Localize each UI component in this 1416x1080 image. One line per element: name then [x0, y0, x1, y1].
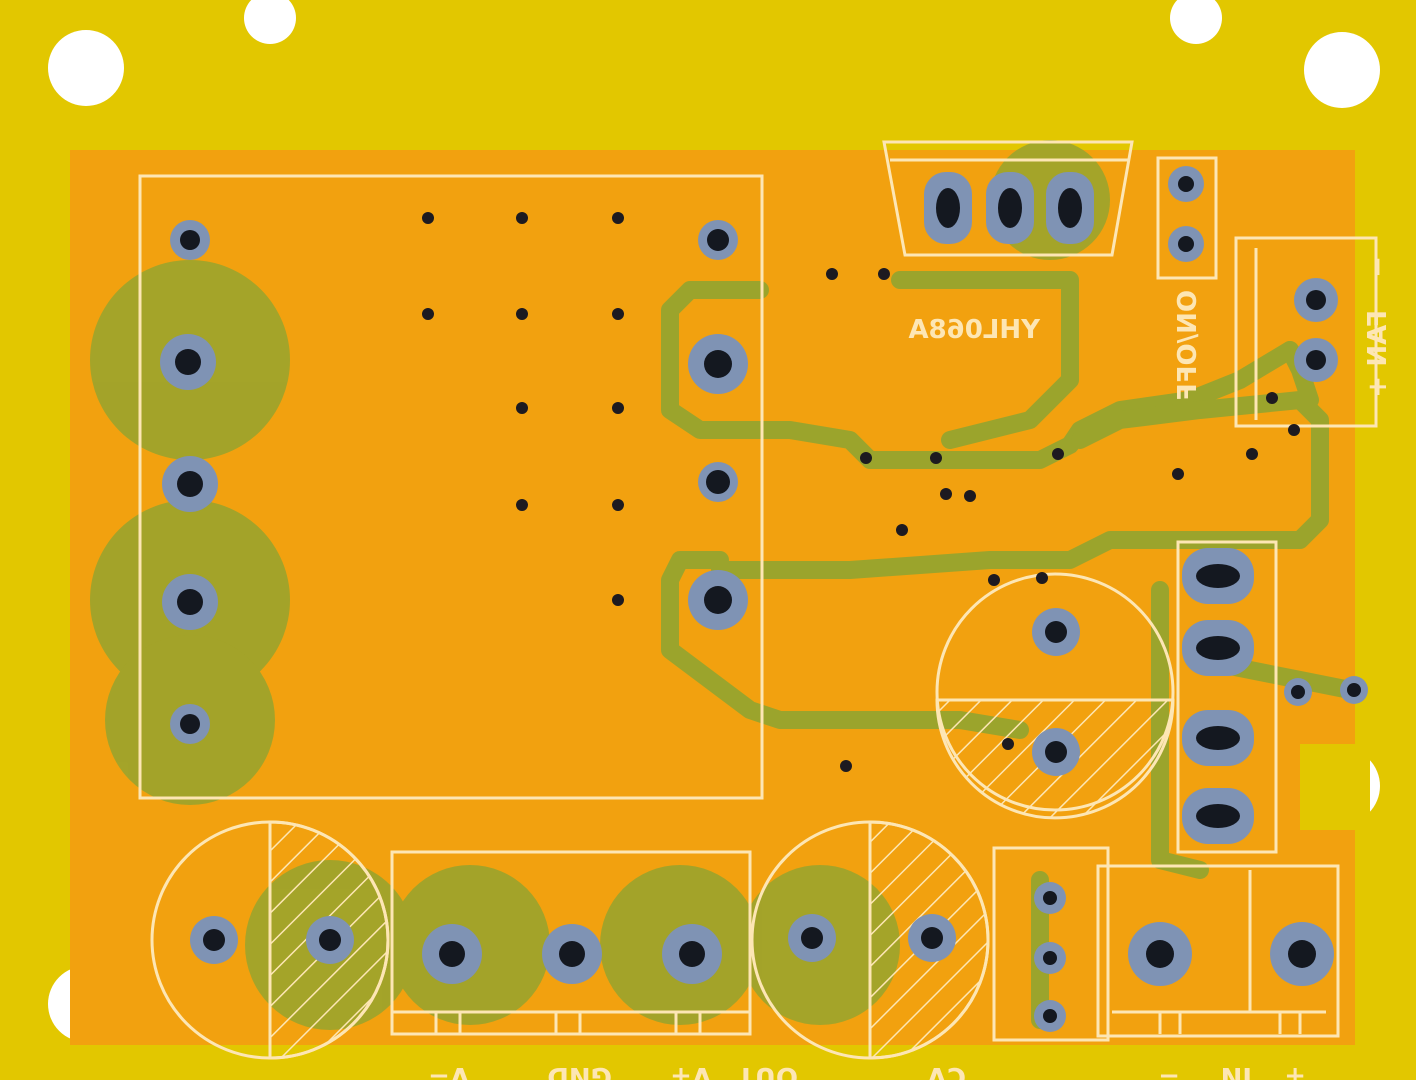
- pad: [986, 172, 1034, 244]
- input-terminal-outline: [1096, 864, 1340, 1038]
- pad: [1032, 608, 1080, 656]
- pad: [1046, 172, 1094, 244]
- mounting-hole: [1304, 32, 1380, 108]
- pad: [662, 924, 722, 984]
- pad: [1168, 226, 1204, 262]
- pad: [1032, 728, 1080, 776]
- pad: [1270, 922, 1334, 986]
- silkscreen-text: YHL068A ON/OFF FAN + − OUT V+ GND V− CV …: [428, 256, 1393, 1080]
- pad: [190, 916, 238, 964]
- pad: [924, 172, 972, 244]
- pad: [698, 462, 738, 502]
- fan-label: FAN: [1363, 310, 1393, 367]
- pad: [1034, 942, 1066, 974]
- pad: [1284, 678, 1312, 706]
- pad: [422, 924, 482, 984]
- in-label: IN: [1221, 1061, 1252, 1080]
- pad: [688, 570, 748, 630]
- switch-label: ON/OFF: [1173, 290, 1203, 401]
- fan-plus-label: +: [1363, 376, 1393, 398]
- pad: [908, 914, 956, 962]
- pad: [788, 914, 836, 962]
- pad: [162, 574, 218, 630]
- mounting-hole: [48, 30, 124, 106]
- edge-notch: [1170, 0, 1222, 44]
- edge-notch: [244, 0, 296, 44]
- substrate-island: [1300, 744, 1370, 830]
- pad: [1294, 278, 1338, 322]
- pad: [1294, 338, 1338, 382]
- vias: [422, 212, 1300, 772]
- gnd-label: GND: [547, 1061, 612, 1080]
- pad: [1340, 676, 1368, 704]
- cv-label: CV: [927, 1061, 966, 1080]
- model-label: YHL068A: [908, 315, 1041, 345]
- pad: [1182, 788, 1254, 844]
- switch-outline: [1156, 156, 1218, 280]
- pot-outline: [1176, 540, 1278, 854]
- pad: [1182, 620, 1254, 676]
- out-label: OUT: [737, 1061, 798, 1080]
- plated-pads: [160, 166, 1368, 1032]
- pad: [698, 220, 738, 260]
- output-terminal-outline: [390, 850, 752, 1036]
- v-plus-label: V+: [670, 1061, 712, 1080]
- in-plus-label: +: [1284, 1061, 1306, 1080]
- pad: [1182, 548, 1254, 604]
- pad: [1034, 1000, 1066, 1032]
- pin-header-outline: [992, 846, 1110, 1042]
- v-minus-label: V−: [428, 1061, 470, 1080]
- pad: [170, 704, 210, 744]
- pad: [162, 456, 218, 512]
- pad: [688, 334, 748, 394]
- fan-minus-label: −: [1363, 256, 1393, 278]
- pad: [1128, 922, 1192, 986]
- heatsink-outline: [138, 174, 764, 800]
- pad: [306, 916, 354, 964]
- pad: [1034, 882, 1066, 914]
- pad: [1182, 710, 1254, 766]
- in-minus-label: −: [1158, 1061, 1180, 1080]
- pad: [542, 924, 602, 984]
- pad: [1168, 166, 1204, 202]
- fan-connector-outline: [1234, 236, 1378, 428]
- regulator-outline: [882, 140, 1134, 257]
- pad: [160, 334, 216, 390]
- pad: [170, 220, 210, 260]
